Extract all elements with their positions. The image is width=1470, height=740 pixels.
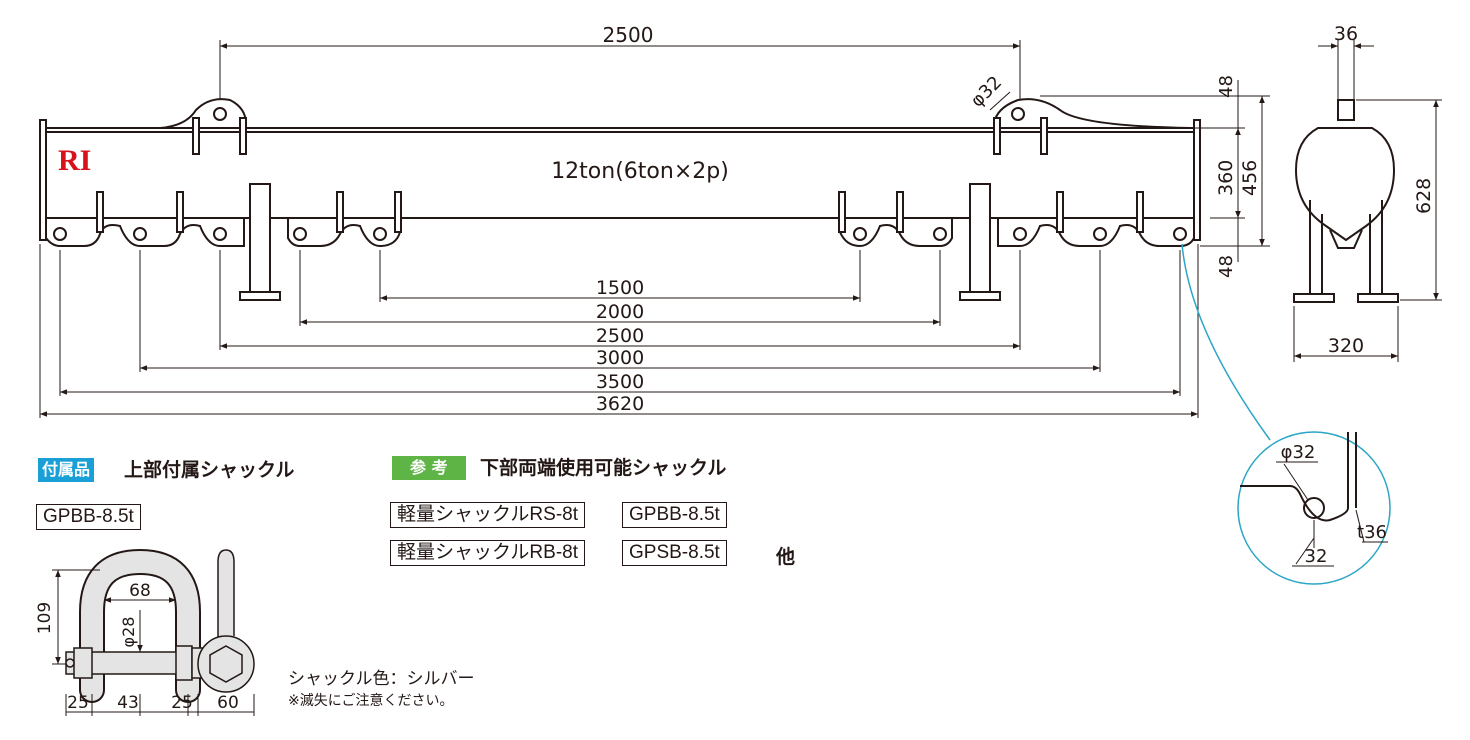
dim-2500: 2500	[596, 325, 644, 347]
dim-bottom-48: 48	[1216, 255, 1237, 278]
dim-plate-36: 36	[1334, 23, 1358, 45]
hole-detail: φ32 32 t36	[1237, 431, 1391, 585]
side-dimension-lines	[1040, 80, 1270, 262]
shackle-height: 109	[35, 602, 55, 634]
bottom-dimension-lines	[39, 244, 1199, 418]
dim-2000: 2000	[596, 301, 644, 323]
end-view-dimensions	[1293, 40, 1442, 362]
reference-tag: 参 考	[392, 456, 466, 480]
dim-3000: 3000	[596, 347, 644, 369]
reference-row2-shackle: 軽量シャックルRB-8t	[390, 540, 585, 566]
brand-logo: RI	[58, 144, 91, 177]
pin-hole-dia: φ32	[967, 72, 1006, 111]
detail-edge: 32	[1305, 546, 1328, 567]
beam-front-view	[39, 98, 1201, 301]
accessory-title: 上部付属シャックル	[124, 459, 295, 481]
shackle-drawing: 109 68 φ28 25 43 25 60	[35, 548, 255, 716]
dim-628: 628	[1413, 178, 1435, 214]
reference-row2-model: GPSB-8.5t	[622, 540, 727, 566]
detail-hole-dia: φ32	[1281, 442, 1316, 463]
reference-other: 他	[776, 546, 796, 568]
dim-360: 360	[1215, 160, 1237, 196]
shackle-color-note: シャックル色：シルバー	[288, 669, 475, 689]
shackle-pin-dia: φ28	[119, 617, 138, 648]
shackle-inner-width: 68	[129, 581, 151, 601]
shackle-side-b: 25	[171, 693, 193, 713]
dim-top-48: 48	[1216, 75, 1237, 98]
dim-3500: 3500	[596, 371, 644, 393]
shackle-eye: 60	[217, 693, 239, 713]
shackle-loss-note: ※滅失にご注意ください。	[288, 693, 454, 709]
accessory-model-box: GPBB-8.5t	[36, 504, 141, 530]
top-span-dimension	[219, 40, 1021, 100]
dim-1500: 1500	[596, 277, 644, 299]
reference-row1-shackle: 軽量シャックルRS-8t	[390, 502, 585, 528]
top-span-value: 2500	[603, 23, 654, 47]
detail-thickness: t36	[1357, 522, 1387, 543]
shackle-gap: 43	[117, 693, 139, 713]
dim-3620: 3620	[596, 393, 644, 415]
capacity-label: 12ton(6ton×2p)	[551, 159, 729, 184]
dim-320: 320	[1328, 335, 1364, 357]
reference-title: 下部両端使用可能シャックル	[480, 457, 727, 479]
detail-callout-line	[1181, 243, 1271, 441]
reference-row1-model: GPBB-8.5t	[622, 502, 727, 528]
shackle-side-a: 25	[67, 693, 89, 713]
beam-end-view	[1293, 99, 1399, 303]
accessory-tag: 付属品	[38, 458, 95, 482]
dim-456: 456	[1239, 160, 1261, 196]
